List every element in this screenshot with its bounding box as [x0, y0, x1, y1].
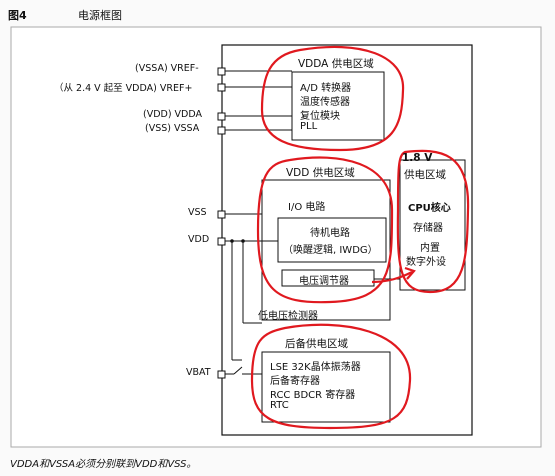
backup-annotation-loop	[250, 323, 412, 430]
junction-dot	[230, 239, 234, 243]
figure-frame	[10, 26, 542, 448]
backup-domain-header: 后备供电区域	[285, 338, 348, 350]
regulator-box	[281, 269, 375, 287]
pin-vssa	[217, 126, 226, 135]
voltage-regulator-label: 电压调节器	[299, 276, 349, 287]
standby-circuit-box	[277, 217, 387, 263]
core-annotation-loop	[396, 149, 470, 294]
backup-item: LSE 32K晶体振荡器	[270, 362, 361, 373]
pin-label-vdd: VDD	[188, 234, 210, 245]
pin-vdd	[217, 237, 226, 246]
pin-vbat	[217, 370, 226, 379]
pin-label-vssa: (VSS) VSSA	[145, 123, 200, 134]
memory-label: 存储器	[413, 223, 443, 234]
vdd-annotation-loop	[256, 156, 394, 304]
wires	[225, 70, 400, 375]
core-domain-box	[399, 159, 466, 291]
pin-label-vss: VSS	[188, 207, 207, 218]
figure-caption: 电源框图	[78, 9, 122, 22]
backup-domain-box	[261, 351, 391, 423]
core-voltage-label: 1.8 V	[402, 152, 433, 164]
pin-vref-minus	[217, 67, 226, 76]
figure-footnote: VDDA和VSSA必须分别联到VDD和VSS。	[10, 459, 197, 470]
io-circuit-label: I/O 电路	[288, 202, 326, 213]
standby-circuit-label: 待机电路	[310, 228, 350, 239]
standby-circuit-detail: （唤醒逻辑, IWDG）	[283, 245, 378, 256]
vdda-item: 温度传感器	[300, 97, 350, 108]
backup-item: 后备寄存器	[270, 376, 320, 387]
pin-vdda	[217, 112, 226, 121]
pin-vss	[217, 210, 226, 219]
regulator-arrow-line	[371, 271, 413, 284]
red-annotations	[250, 45, 470, 430]
regulator-arrow-head	[404, 266, 416, 280]
pin-vref-plus	[217, 83, 226, 92]
vdd-domain-header: VDD 供电区域	[286, 167, 355, 179]
vdda-domain-box	[291, 71, 385, 141]
vdda-domain-header: VDDA 供电区域	[298, 58, 374, 70]
vdda-item: 复位模块	[300, 111, 340, 122]
peripherals-label-2: 数字外设	[406, 257, 446, 268]
vdda-item: A/D 转换器	[300, 83, 352, 94]
pin-label-vbat: VBAT	[186, 367, 211, 378]
junction-dot	[241, 239, 245, 243]
backup-item: RCC BDCR 寄存器	[270, 390, 356, 401]
core-domain-header: 供电区域	[404, 169, 446, 181]
pin-label-vref-minus: (VSSA) VREF-	[135, 63, 199, 74]
vdda-item: PLL	[300, 121, 318, 132]
pin-label-vdda: (VDD) VDDA	[143, 109, 203, 120]
vdda-annotation-loop	[260, 45, 405, 152]
cpu-core-label: CPU核心	[408, 203, 451, 214]
pin-label-vref-plus: （从 2.4 V 起至 VDDA) VREF+	[54, 83, 193, 94]
low-voltage-detector-label: 低电压检测器	[258, 311, 318, 322]
backup-item: RTC	[270, 400, 289, 411]
figure-number: 图4	[8, 9, 27, 22]
peripherals-label-1: 内置	[420, 243, 440, 254]
